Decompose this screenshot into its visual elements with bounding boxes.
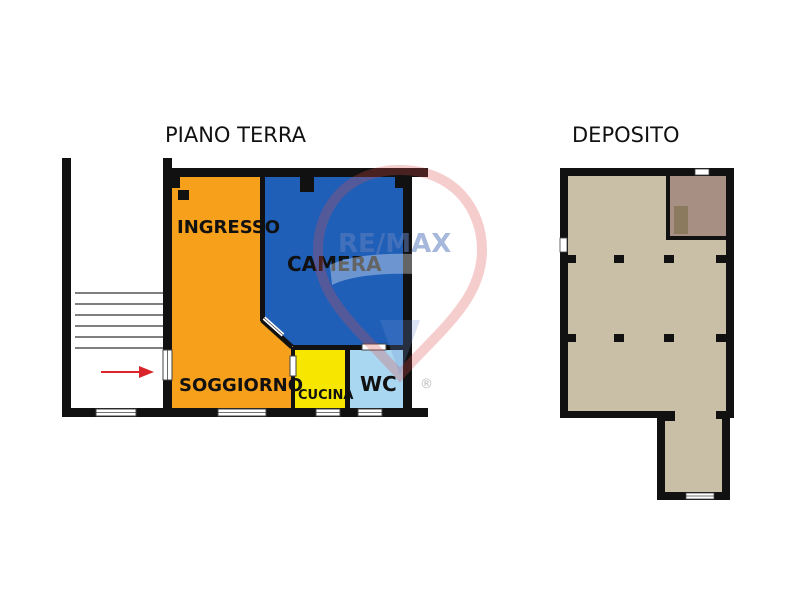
room-wc [350, 349, 403, 412]
label-soggiorno: SOGGIORNO [179, 375, 303, 396]
red-arrow-icon [101, 366, 154, 378]
ground-floor-plan: INGRESSO CAMERA SOGGIORNO CUCINA WC [62, 158, 428, 417]
staircase [75, 292, 163, 349]
windows [95, 408, 383, 417]
title-deposito: DEPOSITO [572, 123, 680, 147]
watermark-brand: RE/MAX [338, 229, 451, 259]
storage-fixture [674, 206, 688, 234]
diagonal-wall [260, 318, 294, 349]
storage-plan [559, 168, 734, 500]
room-cucina [293, 349, 346, 412]
label-wc: WC [360, 372, 397, 396]
label-ingresso: INGRESSO [177, 217, 280, 238]
watermark-registered: ® [420, 377, 433, 392]
storage-floor [568, 176, 726, 492]
storage-pillars [568, 255, 726, 421]
label-cucina: CUCINA [298, 388, 353, 403]
remax-balloon-icon: RE/MAX ® [312, 164, 488, 392]
doors [162, 316, 387, 381]
title-piano-terra: PIANO TERRA [165, 123, 307, 147]
label-camera: CAMERA [287, 252, 382, 276]
storage-openings [559, 168, 715, 500]
room-camera [263, 175, 405, 345]
